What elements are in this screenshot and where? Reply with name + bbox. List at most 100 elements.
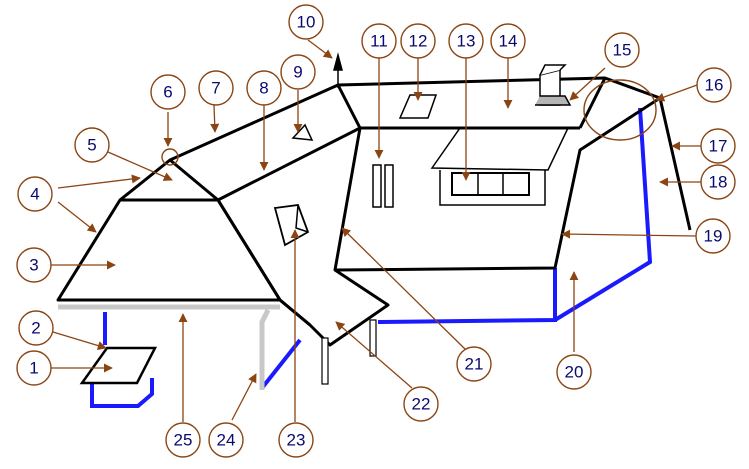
callout-12-circle (400, 23, 436, 59)
callout-9-circle (280, 54, 316, 90)
callout-9: 9 (280, 54, 316, 90)
callout-4: 4 (17, 176, 53, 212)
callout-12: 12 (400, 23, 436, 59)
callout-8-label: 8 (259, 79, 268, 98)
leader-2 (52, 331, 107, 350)
left-hip-top (119, 158, 219, 202)
callout-2: 2 (18, 310, 54, 346)
callout-9-label: 9 (293, 63, 302, 82)
leader-4a (57, 174, 141, 189)
callout-15: 15 (604, 32, 640, 68)
callouts: 1 2 3 4 5 6 7 8 9 10 11 12 13 14 15 16 1… (16, 4, 736, 458)
upper-ridge-roof (169, 83, 362, 202)
roof-details (273, 52, 572, 247)
leader-22 (335, 321, 413, 389)
callout-21-circle (456, 346, 492, 382)
callout-4-label: 4 (30, 185, 39, 204)
callout-24-circle (208, 422, 244, 458)
callout-3: 3 (16, 247, 52, 283)
callout-5: 5 (74, 127, 110, 163)
callout-20-circle (556, 354, 592, 390)
dormer-roof (430, 127, 570, 171)
callout-5-label: 5 (87, 136, 96, 155)
callout-1-circle (16, 350, 52, 386)
porch-base-line (90, 378, 154, 408)
callout-12-label: 12 (409, 32, 428, 51)
post-right (369, 319, 377, 357)
callout-17: 17 (700, 128, 736, 164)
callout-8: 8 (246, 70, 282, 106)
callout-6: 6 (150, 74, 186, 110)
callout-17-label: 17 (709, 137, 728, 156)
callout-19-label: 19 (704, 227, 723, 246)
finial-highlight (161, 148, 179, 166)
callout-5-circle (74, 127, 110, 163)
leader-24 (231, 373, 257, 421)
callout-22-label: 22 (412, 395, 431, 414)
leaders (50, 39, 704, 422)
skylight-12 (398, 94, 438, 119)
leader-7 (210, 104, 220, 133)
skylight-11 (372, 164, 382, 208)
callout-10: 10 (288, 4, 324, 40)
callout-1: 1 (16, 350, 52, 386)
callout-10-circle (288, 4, 324, 40)
callout-20: 20 (556, 354, 592, 390)
chimney-base (535, 95, 572, 106)
rake-edge-right (658, 97, 692, 231)
callout-11-label: 11 (370, 32, 388, 51)
callout-20-label: 20 (565, 363, 584, 382)
callout-13: 13 (448, 23, 484, 59)
right-wall-line (553, 107, 653, 322)
callout-25-circle (165, 422, 201, 458)
left-hip-section (56, 198, 282, 302)
callout-18-circle (700, 164, 736, 200)
callout-19: 19 (695, 218, 731, 254)
callout-18: 18 (700, 164, 736, 200)
dormer-window (451, 172, 530, 196)
callout-10-label: 10 (297, 13, 316, 32)
porch-posts (321, 319, 377, 385)
callout-19-circle (695, 218, 731, 254)
callout-7-circle (198, 70, 234, 106)
callout-15-label: 15 (613, 41, 632, 60)
callout-14: 14 (490, 23, 526, 59)
callout-22: 22 (403, 386, 439, 422)
callout-14-circle (490, 23, 526, 59)
leader-10 (307, 39, 333, 59)
cricket (273, 204, 310, 247)
callout-7-label: 7 (211, 79, 220, 98)
chimney-top (539, 64, 567, 76)
center-wall-line (377, 268, 557, 324)
callout-7: 7 (198, 70, 234, 106)
callout-13-label: 13 (457, 32, 476, 51)
dormer-face (439, 170, 546, 206)
callout-11: 11 (361, 23, 397, 59)
callout-4-circle (17, 176, 53, 212)
leader-15 (569, 67, 606, 101)
callout-18-label: 18 (709, 173, 728, 192)
callout-13-circle (448, 23, 484, 59)
callout-16-label: 16 (705, 76, 724, 95)
hip-ridge-right (578, 77, 607, 129)
porch-roof (79, 346, 158, 385)
leader-5 (107, 151, 173, 181)
skylight-11b (384, 164, 394, 208)
callout-16-circle (696, 67, 732, 103)
leader-21 (341, 227, 467, 351)
porch-cover (79, 346, 158, 385)
callout-25: 25 (165, 422, 201, 458)
highlights (161, 79, 657, 166)
connector-valley (216, 127, 390, 347)
callout-23-circle (278, 422, 314, 458)
callout-24-label: 24 (217, 431, 236, 450)
callout-21: 21 (456, 346, 492, 382)
callout-17-circle (700, 128, 736, 164)
callout-8-circle (246, 70, 282, 106)
callout-16: 16 (696, 67, 732, 103)
callout-2-circle (18, 310, 54, 346)
gutter-system (58, 304, 280, 390)
callout-14-label: 14 (499, 32, 518, 51)
callout-24: 24 (208, 422, 244, 458)
